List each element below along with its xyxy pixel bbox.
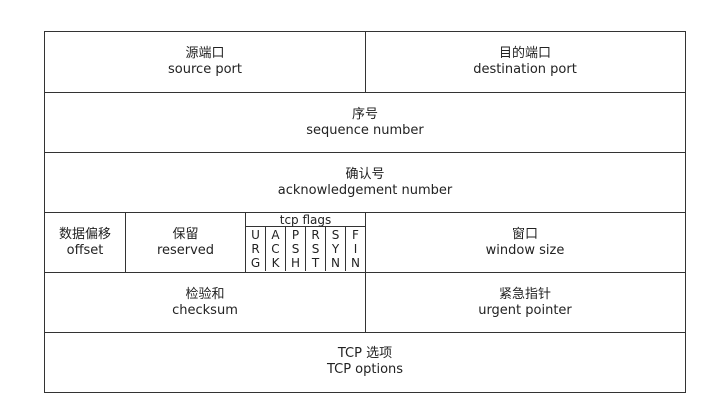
field-label-en: offset <box>66 242 104 258</box>
field-label-en: reserved <box>156 242 215 258</box>
flag-letter: G <box>250 256 261 270</box>
field-label-zh: 检验和 <box>185 286 225 302</box>
field-label-zh: 数据偏移 <box>58 226 111 242</box>
field-reserved: 保留 reserved <box>125 213 245 272</box>
field-offset: 数据偏移 offset <box>45 213 125 272</box>
field-label-en: checksum <box>172 302 238 318</box>
flag-letter: H <box>290 256 301 270</box>
header-row-checksum: 检验和 checksum 紧急指针 urgent pointer <box>45 272 685 332</box>
header-row-ack: 确认号 acknowledgement number <box>45 152 685 212</box>
field-tcp-flags: tcp flags U R G A C K P S H R <box>245 213 365 272</box>
flag-letter: F <box>352 228 359 242</box>
flag-letter: P <box>291 228 300 242</box>
flag-letter: U <box>251 228 260 242</box>
field-label-en: source port <box>168 62 242 77</box>
flag-fin: F I N <box>345 227 365 271</box>
field-urgent-pointer: 紧急指针 urgent pointer <box>365 273 684 332</box>
field-checksum: 检验和 checksum <box>45 273 365 332</box>
field-label-en: destination port <box>473 62 577 77</box>
field-label-zh: 目的端口 <box>498 46 551 61</box>
flag-letter: R <box>251 242 260 256</box>
field-label-en: sequence number <box>306 122 424 138</box>
flag-letter: A <box>271 228 280 242</box>
flag-letter: R <box>311 228 320 242</box>
field-window-size: 窗口 window size <box>365 213 684 272</box>
field-label-zh: 确认号 <box>345 166 385 182</box>
flag-letter: S <box>291 242 300 256</box>
flag-rst: R S T <box>305 227 325 271</box>
flag-letter: N <box>351 256 360 270</box>
field-label-zh: 源端口 <box>185 46 225 61</box>
flag-letter: C <box>271 242 280 256</box>
field-sequence-number: 序号 sequence number <box>45 93 685 152</box>
header-row-options: TCP 选项 TCP options <box>45 332 685 391</box>
flag-letter: S <box>311 242 320 256</box>
field-label-zh: TCP 选项 <box>337 346 393 361</box>
flag-letter: T <box>311 256 320 270</box>
flag-letter: S <box>331 228 340 242</box>
header-row-ports: 源端口 source port 目的端口 destination port <box>45 32 685 92</box>
flag-ack: A C K <box>265 227 285 271</box>
field-label-en: window size <box>485 242 565 258</box>
flag-letter: I <box>353 242 358 256</box>
tcp-flags-title: tcp flags <box>246 213 365 227</box>
tcp-flags-bits: U R G A C K P S H R S T <box>246 227 365 271</box>
field-label-en: urgent pointer <box>478 302 572 318</box>
header-row-sequence: 序号 sequence number <box>45 92 685 152</box>
flag-letter: K <box>271 256 280 270</box>
field-tcp-options: TCP 选项 TCP options <box>45 333 685 391</box>
field-acknowledgement-number: 确认号 acknowledgement number <box>45 153 685 212</box>
field-label-zh: 序号 <box>351 106 378 122</box>
field-label-en: TCP options <box>326 362 404 377</box>
field-label-en: acknowledgement number <box>277 182 453 198</box>
tcp-header-diagram: 源端口 source port 目的端口 destination port 序号… <box>44 31 686 393</box>
flag-syn: S Y N <box>325 227 345 271</box>
field-label-zh: 紧急指针 <box>498 286 551 302</box>
flag-psh: P S H <box>285 227 305 271</box>
flag-letter: Y <box>331 242 340 256</box>
flag-urg: U R G <box>246 227 265 271</box>
field-label-zh: 保留 <box>172 226 199 242</box>
field-source-port: 源端口 source port <box>45 32 365 92</box>
flag-letter: N <box>331 256 340 270</box>
header-row-control: 数据偏移 offset 保留 reserved tcp flags U R G … <box>45 212 685 272</box>
field-label-zh: 窗口 <box>511 226 538 242</box>
field-destination-port: 目的端口 destination port <box>365 32 684 92</box>
